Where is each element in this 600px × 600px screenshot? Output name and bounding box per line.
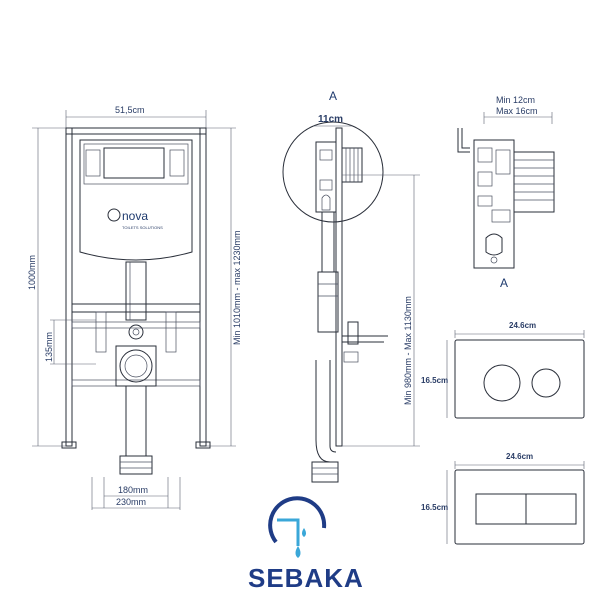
plate-round-width-label: 24.6cm [509,321,536,330]
right-flush-button [525,493,577,525]
nova-logo-subtext: TOILETS SOLUTIONS [122,225,163,230]
base-width-label: 230mm [116,497,146,507]
front-height-label: 1000mm [27,255,37,290]
drain-width-label: 180mm [118,485,148,495]
detail-view: Min 12cm Max 16cm A [457,95,555,290]
brand-name: SEBAKA [248,563,364,593]
side-height-range-label: Min 980mm - Max 1130mm [403,296,413,405]
front-width-label: 51,5cm [115,105,145,115]
flush-plate-rect: 24.6cm 16.5cm [421,452,585,545]
nova-logo-text: nova [122,209,148,223]
detail-max-label: Max 16cm [496,106,538,116]
sebaka-logo-icon [268,496,327,558]
brand-block: SEBAKA [248,496,364,593]
flush-plate-round: 24.6cm 16.5cm [421,321,585,419]
section-marker-a-top: A [329,89,337,103]
side-depth-label: 11cm [318,114,343,125]
plate-round-height-label: 16.5cm [421,376,448,385]
front-view: 51,5cm 1000mm Min 1010mm - max 1230mm no… [27,105,242,510]
plate-rect-height-label: 16.5cm [421,503,448,512]
full-flush-button [483,364,521,402]
plate-rect-width-label: 24.6cm [506,452,533,461]
detail-min-label: Min 12cm [496,95,535,105]
half-flush-button [531,368,561,398]
drain-height-label: 135mm [44,332,54,362]
front-height-range-label: Min 1010mm - max 1230mm [232,230,242,345]
side-view: A 11cm M [282,89,420,483]
left-flush-button [475,493,527,525]
section-marker-a-bottom: A [500,276,508,290]
